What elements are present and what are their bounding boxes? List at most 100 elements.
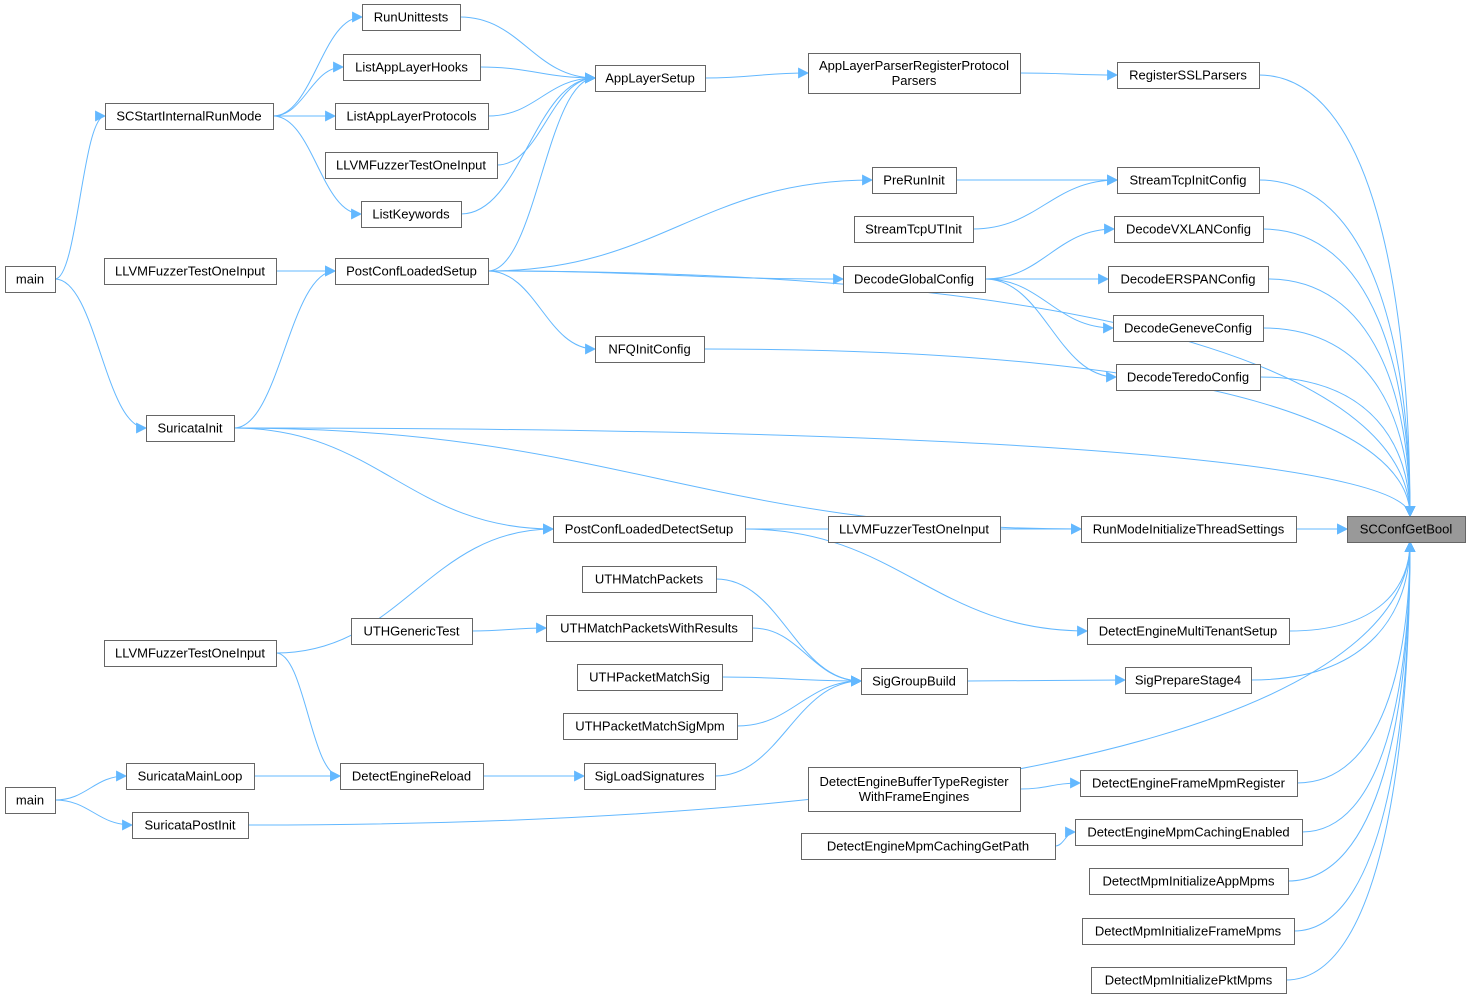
- node-label: DecodeGlobalConfig: [854, 272, 974, 287]
- node-box: [861, 668, 968, 695]
- node-suricatainit[interactable]: SuricataInit: [146, 415, 235, 442]
- node-listapplayerhooks[interactable]: ListAppLayerHooks: [343, 54, 481, 81]
- call-edge-decodeglobalconfig-to-decodevxlanconfig: [984, 223, 1116, 280]
- node-sigloadsignatures[interactable]: SigLoadSignatures: [584, 763, 716, 790]
- call-edge-postconfloadedsetup-to-decodeglobalconfig: [487, 270, 845, 285]
- call-edge-listapplayerprotocols-to-applayersetup: [487, 72, 597, 117]
- node-label: DecodeVXLANConfig: [1126, 222, 1251, 237]
- node-label: SuricataInit: [157, 421, 222, 436]
- call-edge-postconfloadeddetectsetup-to-detectenginemultitenantsetup: [744, 528, 1089, 637]
- node-rununittests[interactable]: RunUnittests: [362, 4, 461, 31]
- node-uthmatchpackets[interactable]: UTHMatchPackets: [582, 566, 717, 593]
- node-label: SuricataMainLoop: [138, 769, 243, 784]
- node-suricatamainloop[interactable]: SuricataMainLoop: [126, 763, 255, 790]
- node-postconfloadeddetectsetup[interactable]: PostConfLoadedDetectSetup: [553, 516, 746, 543]
- node-detectenginempmcachinggetpath[interactable]: DetectEngineMpmCachingGetPath: [801, 833, 1056, 860]
- node-listapplayerprotocols[interactable]: ListAppLayerProtocols: [335, 103, 489, 130]
- node-detectmpminitializepktmpms[interactable]: DetectMpmInitializePktMpms: [1091, 967, 1287, 994]
- node-preruninit[interactable]: PreRunInit: [872, 167, 957, 194]
- call-edge-llvm4-to-postconfloadeddetectsetup: [275, 523, 555, 654]
- node-suricatapostinit[interactable]: SuricataPostInit: [132, 812, 249, 839]
- call-edge-detectmpminitializeappmpms-to-scconfgetbool: [1287, 540, 1416, 882]
- node-llvm2[interactable]: LLVMFuzzerTestOneInput: [104, 258, 277, 285]
- node-scstartinternalrunmode[interactable]: SCStartInternalRunMode: [105, 103, 274, 130]
- call-edge-suricatainit-to-postconfloadeddetectsetup: [233, 427, 555, 535]
- node-box: [351, 618, 473, 645]
- node-box: [126, 763, 255, 790]
- call-edge-decodeglobalconfig-to-decodeteredoconfig: [984, 278, 1118, 383]
- call-edge-streamtcputinit-to-streamtcpinitconfig: [972, 174, 1119, 230]
- node-label: LLVMFuzzerTestOneInput: [839, 522, 989, 537]
- node-postconfloadedsetup[interactable]: PostConfLoadedSetup: [335, 258, 489, 285]
- node-box: [1117, 62, 1260, 89]
- call-edge-llvm1-to-applayersetup: [496, 72, 597, 166]
- node-llvm3[interactable]: LLVMFuzzerTestOneInput: [828, 516, 1001, 543]
- call-edge-uthpacketmatchsigmpm-to-siggroupbuild: [736, 675, 863, 727]
- call-edge-applayersetup-to-applayerparserregister: [704, 67, 810, 79]
- node-detectenginebuffertyperegister[interactable]: DetectEngineBufferTypeRegisterWithFrameE…: [808, 767, 1021, 812]
- node-detectmpminitializeappmpms[interactable]: DetectMpmInitializeAppMpms: [1089, 868, 1289, 895]
- node-label: WithFrameEngines: [859, 789, 970, 804]
- node-main2[interactable]: main: [5, 787, 56, 814]
- node-layer: SCConfGetBool RegisterSSLParsers AppLayerP…: [5, 4, 1466, 994]
- node-decodeteredoconfig[interactable]: DecodeTeredoConfig: [1116, 364, 1261, 391]
- node-detectengineframempmregister[interactable]: DetectEngineFrameMpmRegister: [1080, 770, 1298, 797]
- call-edge-suricatainit-to-scconfgetbool: [233, 427, 1416, 518]
- node-uthpacketmatchsig[interactable]: UTHPacketMatchSig: [577, 664, 723, 691]
- node-decodegeneveconfig[interactable]: DecodeGeneveConfig: [1113, 315, 1264, 342]
- node-siggroupbuild[interactable]: SigGroupBuild: [861, 668, 968, 695]
- node-llvm4[interactable]: LLVMFuzzerTestOneInput: [104, 640, 277, 667]
- node-label: StreamTcpUTInit: [865, 222, 962, 237]
- node-label: DetectMpmInitializeAppMpms: [1103, 874, 1275, 889]
- node-llvm1[interactable]: LLVMFuzzerTestOneInput: [325, 152, 498, 179]
- node-runmodeinitializethreadsettings[interactable]: RunModeInitializeThreadSettings: [1081, 516, 1297, 543]
- node-label: DecodeERSPANConfig: [1121, 272, 1256, 287]
- node-streamtcputinit[interactable]: StreamTcpUTInit: [854, 216, 974, 243]
- node-listkeywords[interactable]: ListKeywords: [361, 201, 462, 228]
- node-label: UTHGenericTest: [363, 624, 459, 639]
- node-label: ListAppLayerProtocols: [346, 109, 477, 124]
- node-label: PostConfLoadedSetup: [346, 264, 477, 279]
- node-box: [854, 216, 974, 243]
- node-box: [595, 65, 706, 92]
- node-nfqinitconfig[interactable]: NFQInitConfig: [595, 336, 705, 363]
- node-decodevxlanconfig[interactable]: DecodeVXLANConfig: [1114, 216, 1264, 243]
- node-label: SCStartInternalRunMode: [116, 109, 261, 124]
- call-edge-main1-to-scstartinternalrunmode: [54, 110, 107, 280]
- node-detectenginereload[interactable]: DetectEngineReload: [340, 763, 484, 790]
- node-box: [325, 152, 498, 179]
- node-uthmatchpacketswithresults[interactable]: UTHMatchPacketsWithResults: [546, 615, 753, 642]
- node-streamtcpinitconfig[interactable]: StreamTcpInitConfig: [1117, 167, 1260, 194]
- node-box: [1117, 167, 1260, 194]
- node-detectenginempmcachingenabled[interactable]: DetectEngineMpmCachingEnabled: [1075, 819, 1303, 846]
- node-label: LLVMFuzzerTestOneInput: [336, 158, 486, 173]
- node-label: PreRunInit: [883, 173, 945, 188]
- node-box: [335, 103, 489, 130]
- node-scconfgetbool[interactable]: SCConfGetBool: [1347, 516, 1466, 543]
- call-edge-uthpacketmatchsig-to-siggroupbuild: [721, 675, 863, 687]
- node-box: [5, 266, 56, 293]
- call-edge-scstartinternalrunmode-to-listapplayerhooks: [272, 61, 345, 117]
- node-label: Parsers: [892, 73, 937, 88]
- call-edge-sigloadsignatures-to-siggroupbuild: [714, 675, 863, 777]
- node-decodeerspanconfig[interactable]: DecodeERSPANConfig: [1108, 266, 1269, 293]
- node-box: [1091, 967, 1287, 994]
- node-detectenginemultitenantsetup[interactable]: DetectEngineMultiTenantSetup: [1087, 618, 1290, 645]
- node-uthgenerictest[interactable]: UTHGenericTest: [351, 618, 473, 645]
- node-box: [1113, 315, 1264, 342]
- node-detectmpminitializeframempms[interactable]: DetectMpmInitializeFrameMpms: [1082, 918, 1295, 945]
- node-label: DetectMpmInitializeFrameMpms: [1095, 924, 1282, 939]
- node-applayersetup[interactable]: AppLayerSetup: [595, 65, 706, 92]
- node-uthpacketmatchsigmpm[interactable]: UTHPacketMatchSigMpm: [563, 713, 738, 740]
- node-box: [843, 266, 986, 293]
- node-box: [104, 640, 277, 667]
- node-sigpreparestage4[interactable]: SigPrepareStage4: [1125, 667, 1252, 694]
- node-registersslparsers[interactable]: RegisterSSLParsers: [1117, 62, 1260, 89]
- call-edge-suricatainit-to-postconfloadedsetup: [233, 265, 337, 429]
- node-main1[interactable]: main: [5, 266, 56, 293]
- node-box: [1075, 819, 1303, 846]
- call-edge-suricatainit-to-runmodeinitializethreadsettings: [233, 427, 1083, 535]
- node-decodeglobalconfig[interactable]: DecodeGlobalConfig: [843, 266, 986, 293]
